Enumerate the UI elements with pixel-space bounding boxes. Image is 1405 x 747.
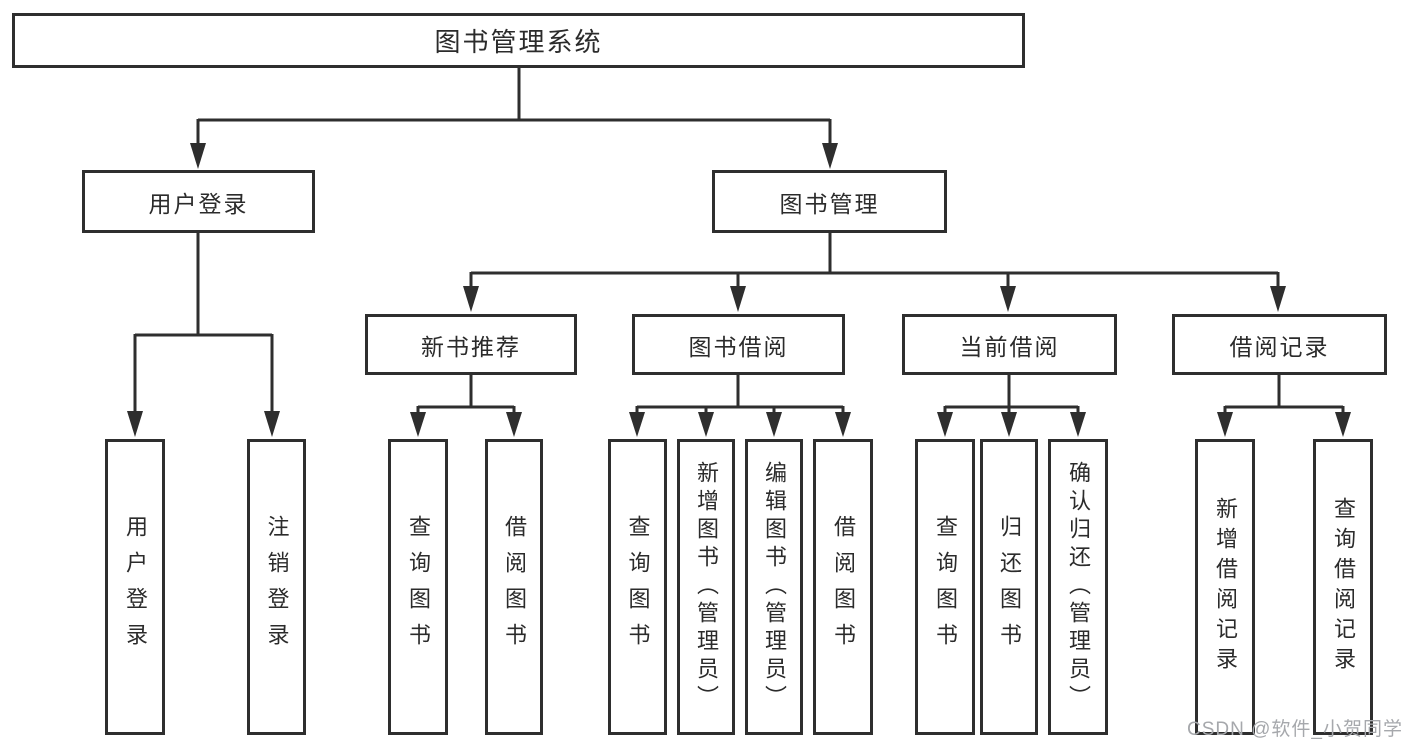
- leaf-return-book-label: 归还图书: [997, 515, 1022, 659]
- leaf-user-login: 用户登录: [105, 439, 165, 735]
- node-book-borrow-label: 图书借阅: [688, 333, 789, 360]
- node-borrow-records-label: 借阅记录: [1229, 333, 1330, 360]
- node-book-borrow: 图书借阅: [632, 314, 845, 375]
- leaf-borrow-books-recommend-label: 借阅图书: [502, 515, 527, 659]
- arrowhead: [1001, 412, 1017, 437]
- node-user-login-label: 用户登录: [148, 190, 249, 217]
- leaf-query-borrow-record: 查询借阅记录: [1313, 439, 1373, 735]
- arrowheads: [127, 143, 1351, 437]
- leaf-borrow-books-recommend: 借阅图书: [485, 439, 543, 735]
- leaf-confirm-return-admin: 确认归还（管理员）: [1048, 439, 1108, 735]
- arrowhead: [190, 143, 206, 169]
- node-root-label: 图书管理系统: [434, 27, 603, 57]
- arrowhead: [766, 412, 782, 437]
- arrowhead: [730, 286, 746, 312]
- edge-book-borrow-branch: [635, 375, 845, 415]
- node-user-login: 用户登录: [82, 170, 315, 233]
- arrowhead: [127, 411, 143, 437]
- leaf-edit-book-admin-label: 编辑图书（管理员）: [762, 461, 787, 713]
- arrowhead: [1335, 412, 1351, 437]
- edge-current-borrow-branch: [943, 375, 1080, 415]
- arrowhead: [822, 143, 838, 169]
- edge-borrow-records-branch: [1223, 375, 1345, 415]
- edge-book-mgmt-branch: [469, 233, 1280, 288]
- leaf-add-borrow-record: 新增借阅记录: [1195, 439, 1255, 735]
- leaf-edit-book-admin: 编辑图书（管理员）: [745, 439, 803, 735]
- node-borrow-records: 借阅记录: [1172, 314, 1387, 375]
- arrowhead: [463, 286, 479, 312]
- leaf-add-book-admin-label: 新增图书（管理员）: [694, 461, 719, 713]
- arrowhead: [629, 412, 645, 437]
- leaf-add-book-admin: 新增图书（管理员）: [677, 439, 735, 735]
- arrowhead: [1070, 412, 1086, 437]
- arrowhead: [698, 412, 714, 437]
- leaf-query-books-current-label: 查询图书: [933, 515, 958, 659]
- arrowhead: [1270, 286, 1286, 312]
- leaf-return-book: 归还图书: [980, 439, 1038, 735]
- leaf-query-books-current: 查询图书: [915, 439, 975, 735]
- arrowhead: [264, 411, 280, 437]
- leaf-borrow-books: 借阅图书: [813, 439, 873, 735]
- edge-new-book-branch: [416, 375, 516, 415]
- node-root: 图书管理系统: [12, 13, 1025, 68]
- leaf-query-books-borrow: 查询图书: [608, 439, 667, 735]
- node-book-management-label: 图书管理: [779, 190, 880, 217]
- leaf-query-books-borrow-label: 查询图书: [625, 515, 651, 659]
- edge-user-login-branch: [133, 233, 274, 414]
- arrowhead: [506, 412, 522, 437]
- leaf-confirm-return-admin-label: 确认归还（管理员）: [1066, 461, 1091, 713]
- watermark: CSDN @软件_小贺同学: [1187, 719, 1403, 740]
- edge-root-trunk: [196, 66, 832, 146]
- arrowhead: [410, 412, 426, 437]
- node-current-borrow-label: 当前借阅: [959, 333, 1060, 360]
- leaf-query-books-recommend-label: 查询图书: [406, 515, 431, 659]
- node-new-book-recommend-label: 新书推荐: [421, 333, 521, 360]
- arrowhead: [937, 412, 953, 437]
- leaf-query-books-recommend: 查询图书: [388, 439, 448, 735]
- leaf-add-borrow-record-label: 新增借阅记录: [1213, 497, 1238, 677]
- arrowhead: [1000, 286, 1016, 312]
- leaf-query-borrow-record-label: 查询借阅记录: [1331, 497, 1356, 677]
- arrowhead: [1217, 412, 1233, 437]
- leaf-user-login-label: 用户登录: [123, 515, 148, 659]
- leaf-logout-label: 注销登录: [264, 515, 290, 659]
- leaf-logout: 注销登录: [247, 439, 306, 735]
- node-new-book-recommend: 新书推荐: [365, 314, 577, 375]
- node-book-management: 图书管理: [712, 170, 947, 233]
- node-current-borrow: 当前借阅: [902, 314, 1117, 375]
- arrowhead: [835, 412, 851, 437]
- leaf-borrow-books-label: 借阅图书: [831, 515, 856, 659]
